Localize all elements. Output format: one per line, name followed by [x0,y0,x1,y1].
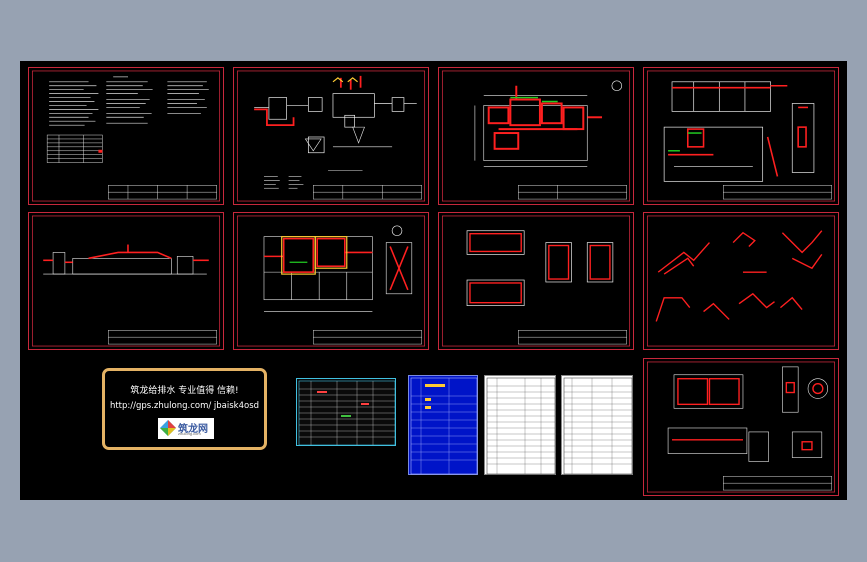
drawing-sheet-blue-list[interactable] [408,375,478,475]
structure-details-graphic [646,361,836,493]
drawing-sheet-design-notes[interactable] [28,67,224,205]
design-notes-graphic [31,70,221,202]
promo-title: 筑龙给排水 专业值得 信赖! [130,386,239,396]
drawing-sheet-process-flow[interactable] [233,67,429,205]
pipe-isometric-graphic [646,215,836,347]
zhulong-logo[interactable]: 筑龙网 zhulong.com [158,418,214,439]
promo-banner[interactable]: 筑龙给排水 专业值得 信赖! http://gps.zhulong.com/ j… [102,368,267,450]
material-table-graphic [298,380,396,446]
tank-section-graphic [646,70,836,202]
north-arrow-icon [391,225,403,237]
drawing-sheet-material-table[interactable] [296,378,396,446]
north-arrow-icon [611,80,623,92]
zhulong-logo-icon [160,420,176,436]
drawing-sheet-drawing-index[interactable] [484,375,556,475]
equipment-list-graphic [563,377,633,475]
drawing-sheet-tank-section[interactable] [643,67,839,205]
drawing-index-graphic [486,377,556,475]
promo-url[interactable]: http://gps.zhulong.com/ jbaisk4osd [109,401,260,411]
equipment-details-graphic [441,215,631,347]
process-flow-graphic [236,70,426,202]
logo-text: 筑龙网 [178,424,208,435]
drawing-sheet-floor-plan[interactable] [233,212,429,350]
drawing-sheet-elevation[interactable] [28,212,224,350]
drawing-sheet-structure-details[interactable] [643,358,839,496]
drawing-sheet-equipment-details[interactable] [438,212,634,350]
drawing-sheet-plan-layout[interactable] [438,67,634,205]
elevation-graphic [31,215,221,347]
floor-plan-graphic [236,215,426,347]
drawing-sheet-pipe-isometric[interactable] [643,212,839,350]
plan-layout-graphic [441,70,631,202]
blue-list-graphic [410,377,478,475]
logo-subtext: zhulong.com [178,431,201,436]
drawing-sheet-equipment-list[interactable] [561,375,633,475]
